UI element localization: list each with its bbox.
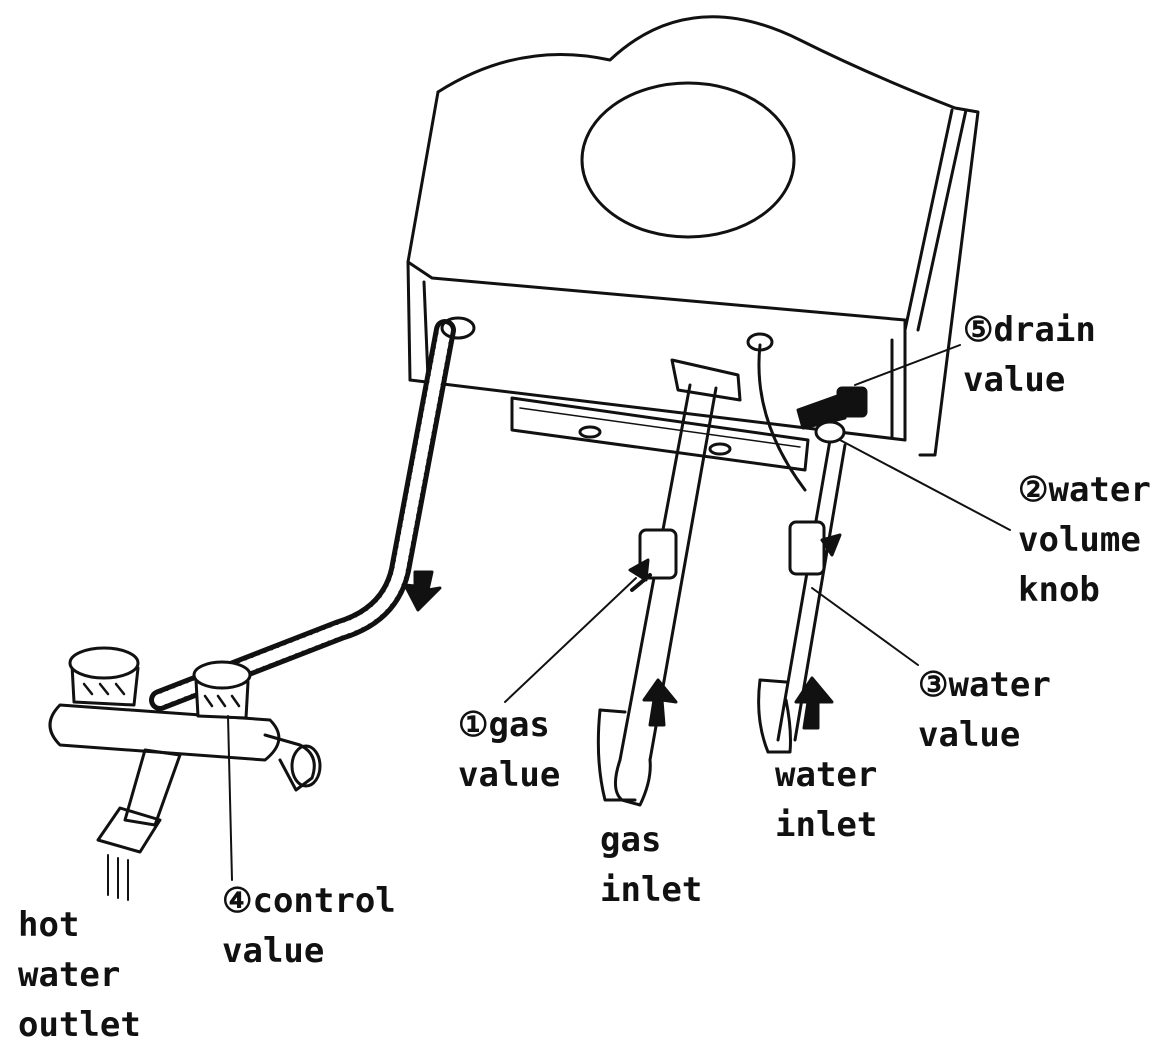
control-knob-icon bbox=[194, 662, 250, 718]
water-volume-knob-number: ② bbox=[1018, 470, 1048, 510]
gas-inlet-label: gas inlet bbox=[600, 815, 702, 915]
control-value-label: ④control value bbox=[222, 876, 396, 976]
hot-water-outlet-label: hot water outlet bbox=[18, 900, 141, 1050]
water-volume-knob-label: ②water volume knob bbox=[1018, 465, 1151, 615]
drain-value-number: ⑤ bbox=[963, 310, 993, 350]
water-value-label: ③water value bbox=[918, 660, 1051, 760]
water-value-number: ③ bbox=[918, 665, 948, 705]
control-value-number: ④ bbox=[222, 881, 252, 921]
drain-value-label: ⑤drain value bbox=[963, 305, 1096, 405]
water-valve-icon bbox=[790, 522, 840, 574]
gas-value-number: ① bbox=[458, 705, 488, 745]
flow-arrow-up-icon bbox=[644, 680, 676, 725]
hot-water-hose bbox=[160, 318, 474, 700]
flow-arrow-down-icon bbox=[405, 572, 440, 610]
flue-opening-icon bbox=[582, 83, 794, 237]
mixer-faucet bbox=[50, 705, 320, 900]
hot-knob-icon bbox=[70, 648, 138, 705]
flow-arrow-up-icon bbox=[796, 678, 832, 728]
water-volume-knob-icon bbox=[816, 422, 844, 442]
gas-value-label: ①gas value bbox=[458, 700, 560, 800]
heater-body bbox=[408, 17, 978, 470]
water-inlet-label: water inlet bbox=[775, 750, 877, 850]
